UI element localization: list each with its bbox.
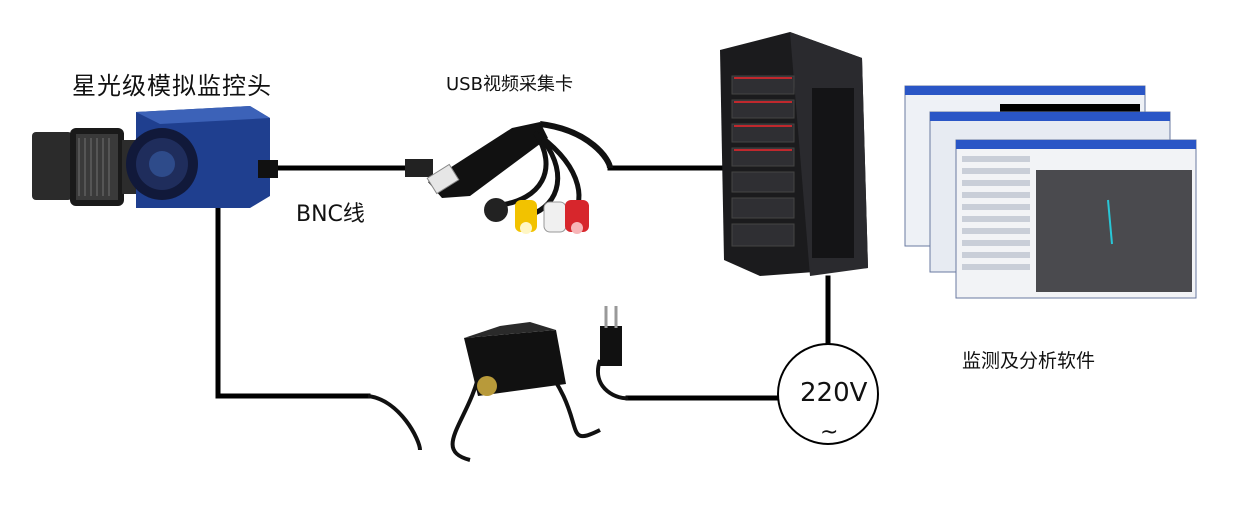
voltage-label: 220V xyxy=(800,378,868,408)
camera-icon xyxy=(32,106,278,208)
power-adapter-icon xyxy=(367,306,629,462)
camera-power-wire xyxy=(215,207,371,399)
camera-label: 星光级模拟监控头 xyxy=(72,72,272,100)
mains-power-circle xyxy=(777,343,879,445)
bnc-cable-label: BNC线 xyxy=(296,202,365,227)
usb-capture-card-icon xyxy=(405,121,613,234)
software-windows-icon xyxy=(904,85,1197,299)
pc-tower-icon xyxy=(720,32,868,276)
ac-symbol: ~ xyxy=(820,420,839,445)
capture-card-label: USB视频采集卡 xyxy=(446,74,573,95)
wires xyxy=(215,165,831,401)
software-label: 监测及分析软件 xyxy=(962,350,1096,372)
